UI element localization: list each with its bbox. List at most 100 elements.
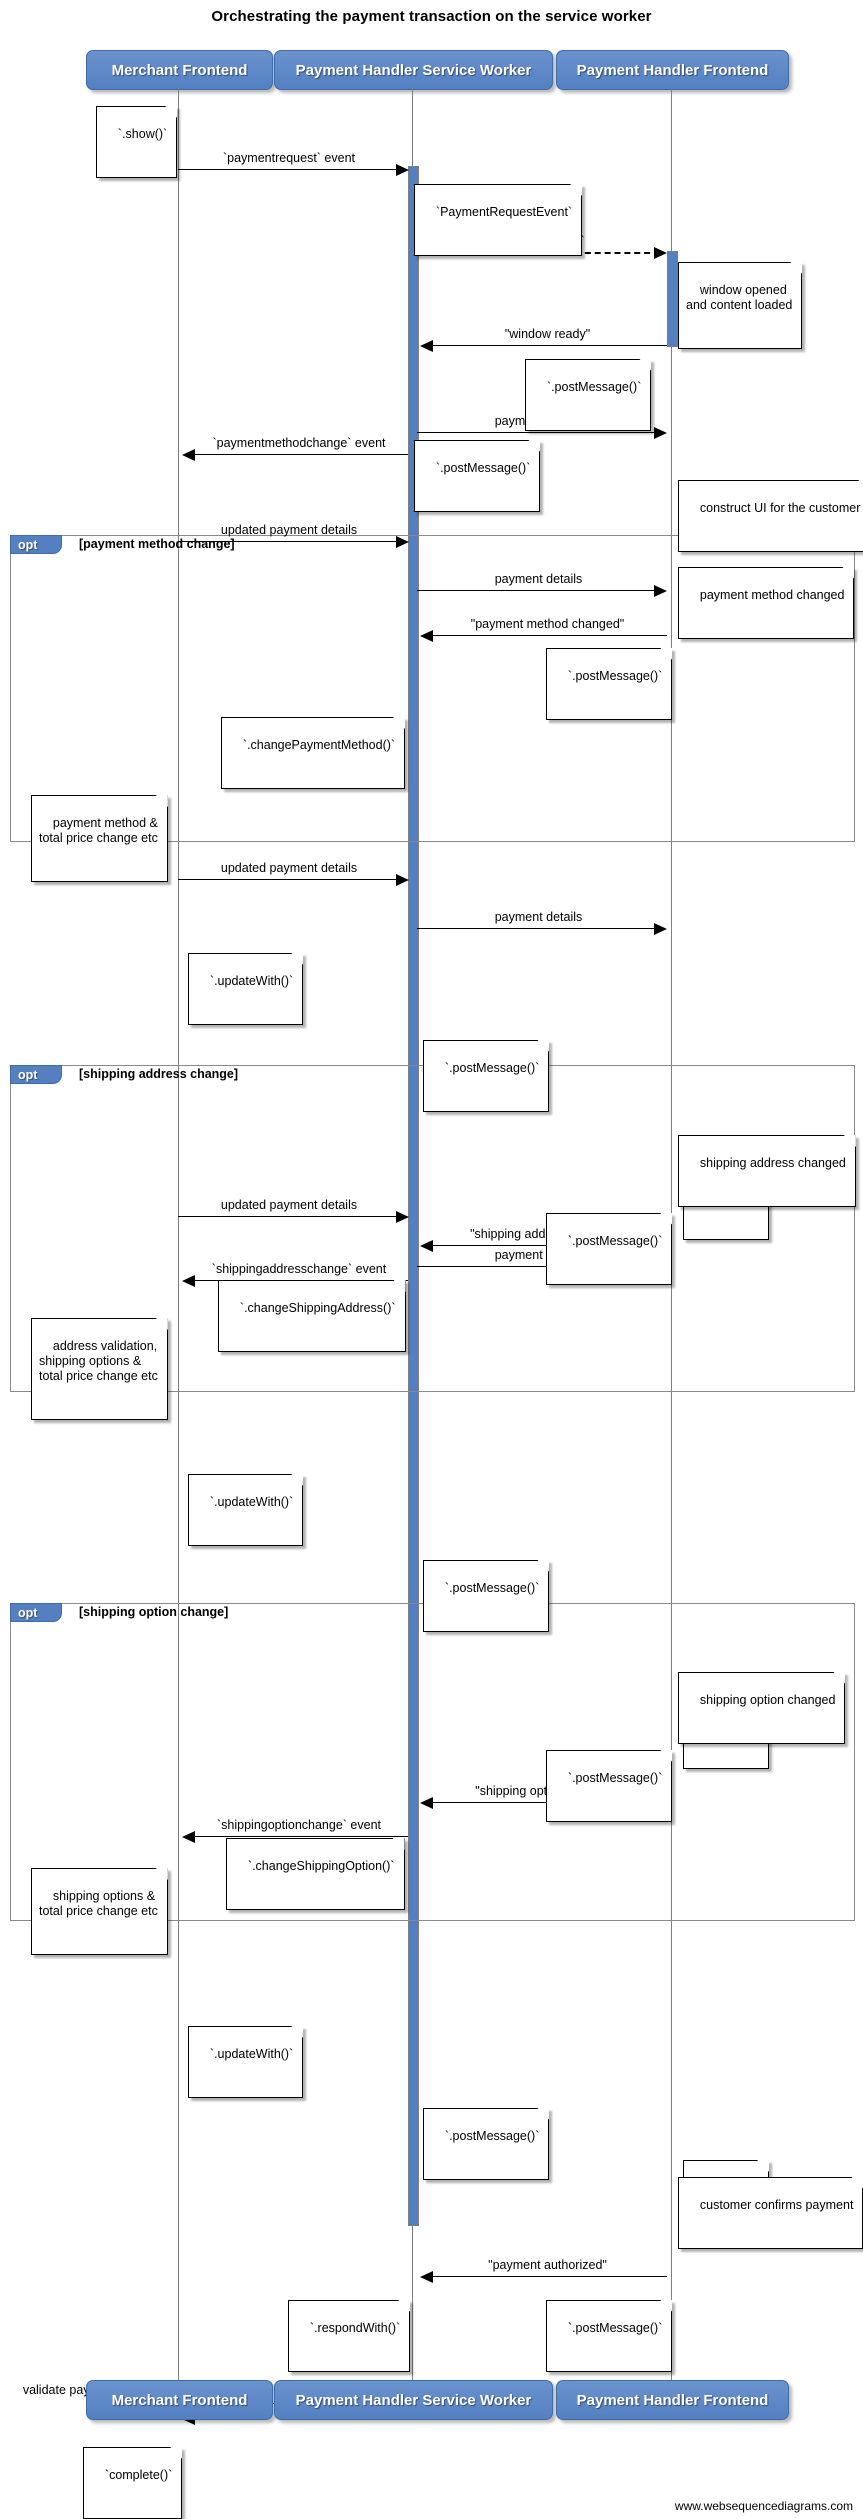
message-label-m11: updated payment details <box>220 861 358 875</box>
note-text: `.postMessage()` <box>444 1061 540 1075</box>
note-fold-icon <box>393 717 406 729</box>
note-text: `.updateWith()` <box>209 1495 294 1509</box>
note-text: window opened and content loaded <box>686 283 793 312</box>
note-text: `.show()` <box>117 127 168 141</box>
message-arrow-m3 <box>420 340 433 352</box>
message-line-m5 <box>428 635 667 636</box>
note-text: `.updateWith()` <box>209 2047 294 2061</box>
message-arrow-m13 <box>420 1797 433 1809</box>
message-label-m3: "window ready" <box>504 327 591 341</box>
note-show: `.show()` <box>96 106 178 178</box>
note-change-shipping-option: `.changeShippingOption()` <box>226 1838 405 1910</box>
message-arrow-m9 <box>420 1240 433 1252</box>
note-text: `.postMessage()` <box>444 2129 540 2143</box>
message-line-m11 <box>178 879 400 880</box>
fragment-guard: [shipping address change] <box>79 1067 239 1081</box>
note-fold-icon <box>155 1868 168 1880</box>
note-fold-icon <box>660 2300 673 2312</box>
message-line-m4 <box>417 432 660 433</box>
note-postmessage-7: `.postMessage()` <box>546 1750 673 1822</box>
note-text: `.postMessage()` <box>546 380 642 394</box>
note-text: `.respondWith()` <box>309 2321 401 2335</box>
actor-merchant-frontend-top[interactable]: Merchant Frontend <box>86 50 273 90</box>
note-payment-method-total-price: payment method & total price change etc <box>31 795 168 882</box>
note-fold-icon <box>851 2177 863 2189</box>
note-fold-icon <box>155 1318 168 1330</box>
message-arrow-m12 <box>654 923 667 935</box>
actor-merchant-frontend-bottom[interactable]: Merchant Frontend <box>86 2380 273 2420</box>
fragment-kind: opt <box>18 1605 38 1620</box>
message-arrow-m1 <box>396 164 409 176</box>
actor-payment-handler-service-worker-top[interactable]: Payment Handler Service Worker <box>274 50 553 90</box>
note-fold-icon <box>660 1750 673 1762</box>
note-text: `.changeShippingAddress()` <box>239 1301 396 1315</box>
note-postmessage-4: `.postMessage()` <box>423 1040 550 1112</box>
message-line-m7 <box>178 541 400 542</box>
note-payment-method-changed: payment method changed <box>678 567 855 639</box>
message-label-m14: `shippingoptionchange` event <box>216 1818 382 1832</box>
note-fold-icon <box>528 440 541 452</box>
footer-watermark: www.websequencediagrams.com <box>674 2499 853 2513</box>
note-fold-icon <box>291 953 304 965</box>
note-text: `.postMessage()` <box>567 669 663 683</box>
note-update-with-1: `.updateWith()` <box>188 953 304 1025</box>
note-postmessage-2: `.postMessage()` <box>414 440 541 512</box>
actor-label: Payment Handler Service Worker <box>295 61 532 79</box>
message-label-m7: updated payment details <box>220 523 358 537</box>
message-line-m15 <box>178 1216 400 1217</box>
message-arrow-m15 <box>396 1211 409 1223</box>
fragment-kind: opt <box>18 537 38 552</box>
note-text: `complete()` <box>104 2468 173 2482</box>
actor-label: Payment Handler Frontend <box>576 2391 769 2409</box>
note-text: `.postMessage()` <box>444 1581 540 1595</box>
note-fold-icon <box>660 648 673 660</box>
message-line-m8 <box>417 590 660 591</box>
note-text: payment method changed <box>699 588 845 602</box>
actor-payment-handler-frontend-top[interactable]: Payment Handler Frontend <box>556 50 789 90</box>
actor-payment-handler-frontend-bottom[interactable]: Payment Handler Frontend <box>556 2380 789 2420</box>
message-line-m1 <box>178 169 400 170</box>
actor-label: Payment Handler Frontend <box>576 61 769 79</box>
note-complete: `complete()` <box>83 2447 183 2519</box>
note-fold-icon <box>790 262 803 274</box>
note-fold-icon <box>537 2108 550 2120</box>
note-construct-ui: construct UI for the customer <box>678 480 863 552</box>
note-shipping-address-changed: shipping address changed <box>678 1135 856 1207</box>
note-text: shipping options & total price change et… <box>39 1889 158 1918</box>
message-label-m17: "payment authorized" <box>488 2258 607 2272</box>
message-arrow-m11 <box>396 874 409 886</box>
note-customer-confirms-payment: customer confirms payment <box>678 2177 863 2249</box>
note-text: `.changePaymentMethod()` <box>242 738 396 752</box>
note-fold-icon <box>639 359 652 371</box>
note-text: `.postMessage()` <box>435 461 531 475</box>
note-text: construct UI for the customer <box>699 501 861 515</box>
note-text: payment method & total price change etc <box>39 816 158 845</box>
note-update-with-3: `.updateWith()` <box>188 2026 304 2098</box>
actor-label: Merchant Frontend <box>111 61 248 79</box>
note-fold-icon <box>537 1560 550 1572</box>
actor-payment-handler-service-worker-bottom[interactable]: Payment Handler Service Worker <box>274 2380 553 2420</box>
note-fold-icon <box>155 795 168 807</box>
note-text: shipping option changed <box>699 1693 836 1707</box>
fragment-opt-payment-method-change: opt [payment method change] <box>10 535 855 842</box>
note-text: `.postMessage()` <box>567 1234 663 1248</box>
message-line-m16 <box>417 1266 660 1267</box>
note-respond-with: `.respondWith()` <box>288 2300 411 2372</box>
note-window-opened: window opened and content loaded <box>678 262 803 349</box>
message-line-m3 <box>428 345 667 346</box>
note-postmessage-9: `.postMessage()` <box>546 2300 673 2372</box>
note-fold-icon <box>291 2026 304 2038</box>
note-fold-icon <box>757 2160 770 2172</box>
message-arrow-m17 <box>420 2271 433 2283</box>
note-fold-icon <box>291 1474 304 1486</box>
note-postmessage-8: `.postMessage()` <box>423 2108 550 2180</box>
message-label-m15: updated payment details <box>220 1198 358 1212</box>
lifeline-merchant-frontend <box>178 88 179 2380</box>
message-label-m1: `paymentrequest` event <box>222 151 356 165</box>
message-arrow-m8 <box>654 585 667 597</box>
message-arrow-m5 <box>420 630 433 642</box>
note-text: shipping address changed <box>699 1156 846 1170</box>
note-postmessage-5: `.postMessage()` <box>546 1213 673 1285</box>
message-arrow-m10 <box>182 1275 195 1287</box>
